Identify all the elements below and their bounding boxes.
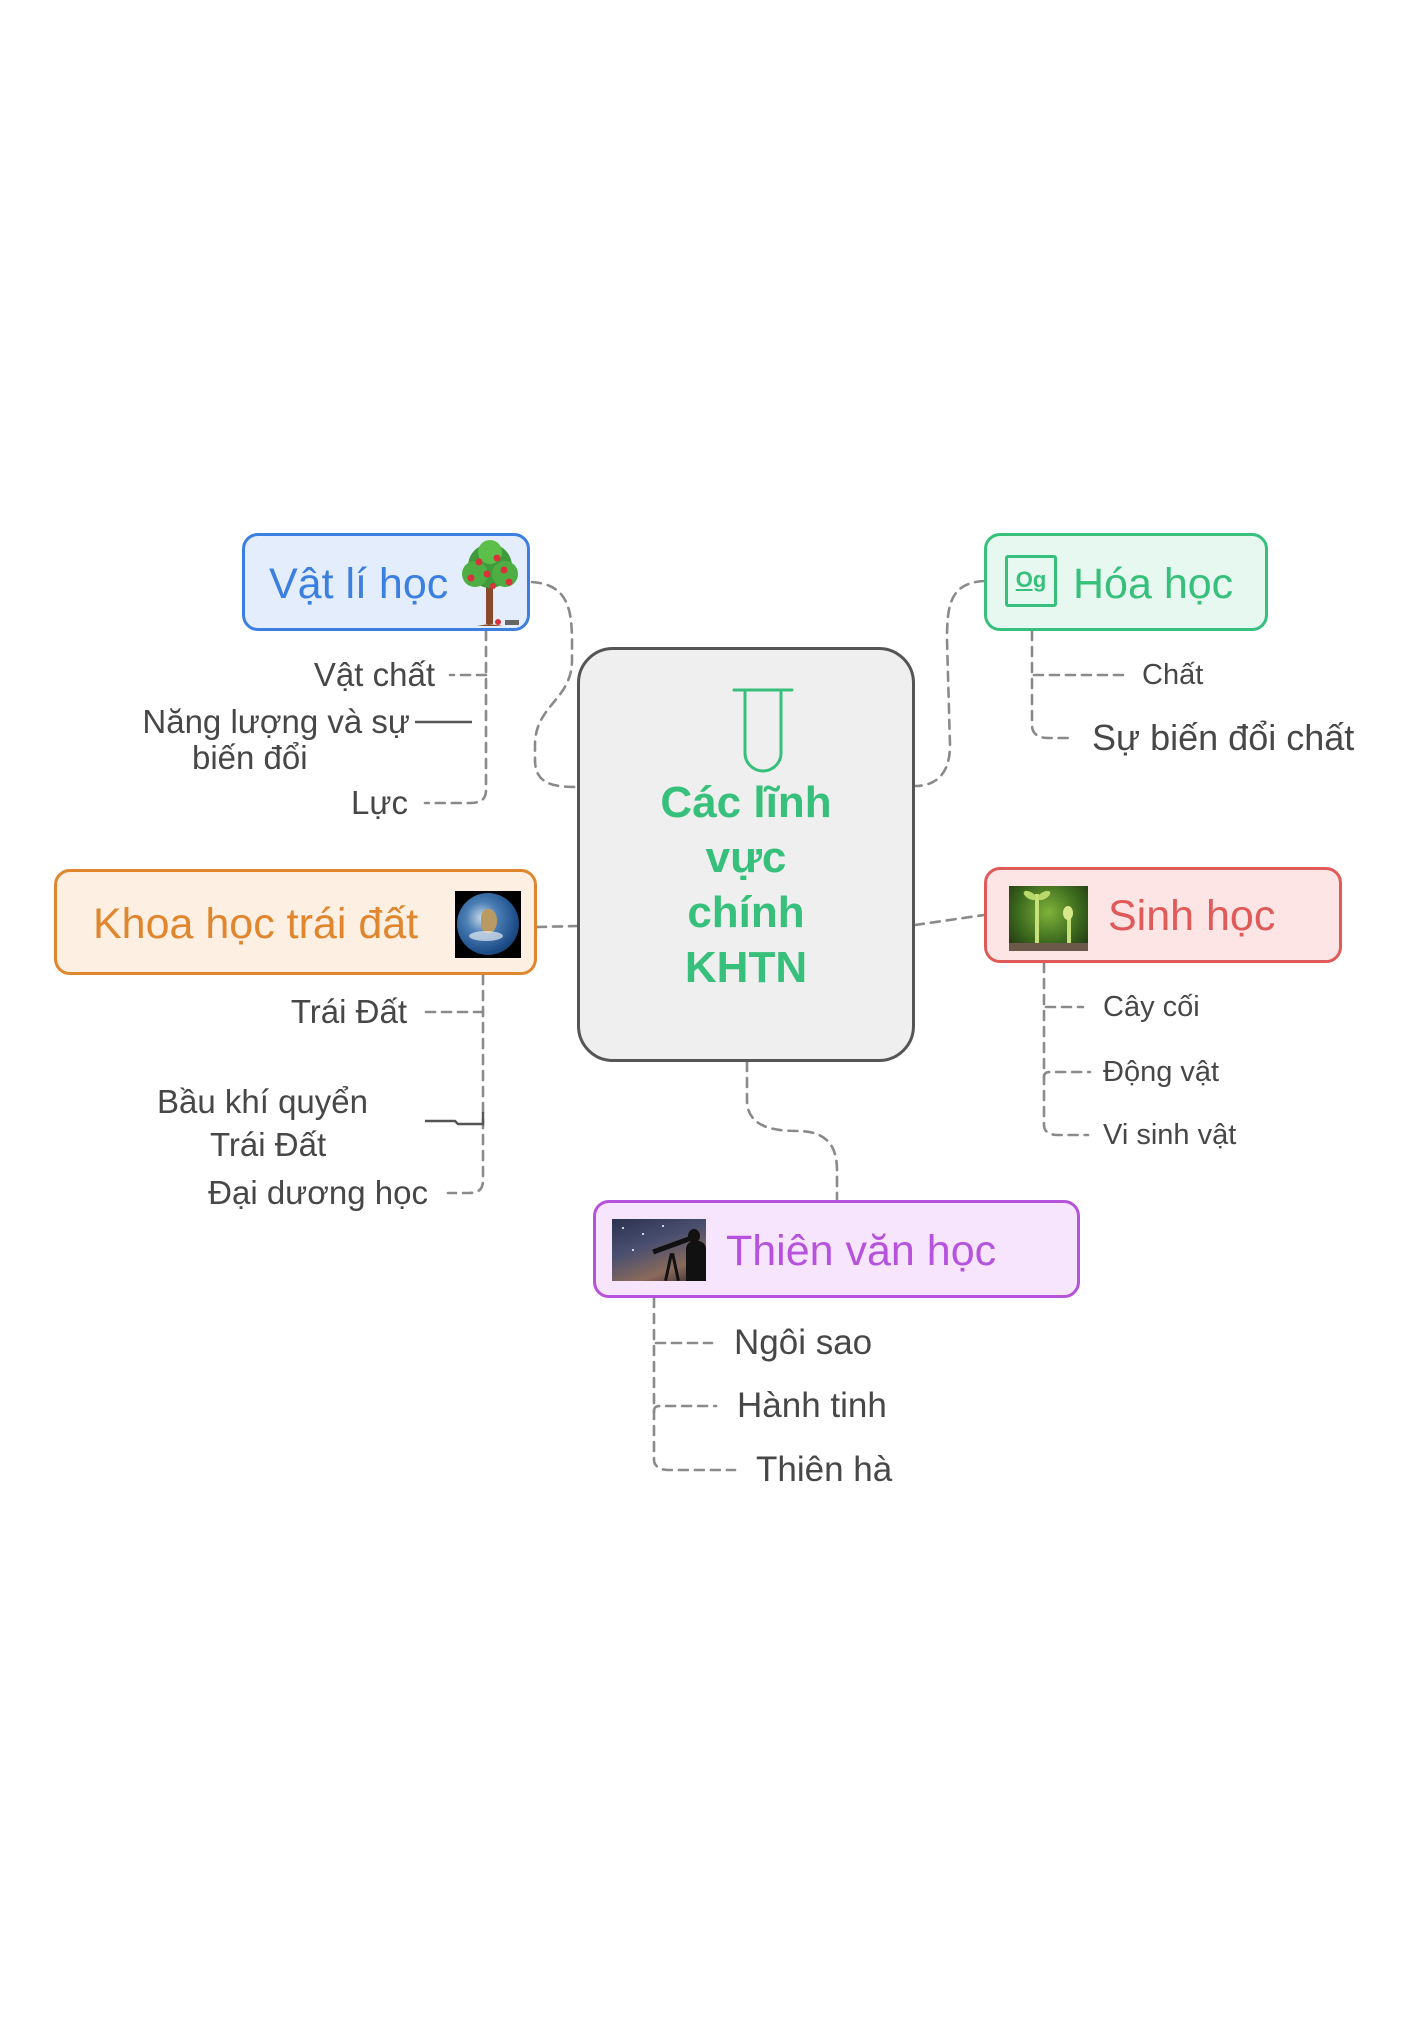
connector-center-chemistry (913, 579, 986, 788)
connector-center-physics (530, 580, 580, 789)
node-chemistry[interactable]: Og Hóa học (984, 533, 1268, 631)
apple-tree-icon (462, 540, 519, 626)
oganesson-element-icon: Og (1005, 555, 1057, 607)
earth-child-bau-khi-quyen: Bầu khí quyển (157, 1083, 368, 1120)
biology-child-vi-sinh-vat: Vi sinh vật (1103, 1119, 1237, 1151)
node-biology-label: Sinh học (1108, 892, 1276, 940)
chemistry-child-chat: Chất (1142, 659, 1204, 691)
physics-child-nang-luong: Năng lượng và sự (142, 703, 410, 740)
test-tube-icon (732, 688, 794, 773)
connector-biology-trunk (1042, 961, 1090, 1137)
astronomy-child-hanh-tinh: Hành tinh (737, 1386, 887, 1425)
connector-astronomy-trunk (652, 1296, 737, 1472)
center-title-line: chính (687, 888, 805, 937)
physics-child-bien-doi: biến đổi (192, 739, 308, 776)
biology-child-dong-vat: Động vật (1103, 1056, 1220, 1088)
chemistry-child-su-bien-doi-chat: Sự biến đổi chất (1092, 717, 1355, 758)
biology-child-cay-coi: Cây cối (1103, 991, 1200, 1023)
center-title-line: Các lĩnh (660, 778, 832, 827)
connector-center-biology (913, 913, 986, 927)
node-astronomy-label: Thiên văn học (726, 1227, 997, 1275)
telescope-stargazer-icon (612, 1219, 706, 1281)
connector-center-astronomy (745, 1060, 839, 1201)
node-astronomy[interactable]: Thiên văn học (593, 1200, 1080, 1298)
physics-child-vat-chat: Vật chất (313, 656, 435, 693)
element-symbol: Og (1015, 567, 1047, 592)
connector-physics-trunk (423, 629, 488, 805)
node-chemistry-label: Hóa học (1073, 560, 1234, 608)
connector-earth-trunk (446, 973, 485, 1195)
earth-child-bau-khi-quyen-trai-dat: Trái Đất (210, 1126, 327, 1163)
connector-biology-dong-vat (1042, 1070, 1092, 1080)
center-title-line: KHTN (684, 943, 808, 992)
connector-earth-bau-khi-quyen (425, 1112, 485, 1126)
node-earth-science[interactable]: Khoa học trái đất (54, 869, 537, 975)
earth-child-dai-duong-hoc: Đại dương học (208, 1174, 428, 1211)
connector-astronomy-hanh-tinh (652, 1404, 718, 1414)
astronomy-child-ngoi-sao: Ngôi sao (734, 1323, 873, 1362)
node-biology[interactable]: Sinh học (984, 867, 1342, 963)
astronomy-child-thien-ha: Thiên hà (756, 1450, 893, 1489)
node-physics[interactable]: Vật lí học (242, 533, 530, 631)
connector-center-earth (535, 924, 580, 929)
center-title: Các lĩnh vực chính KHTN (580, 775, 912, 995)
node-physics-label: Vật lí học (269, 560, 449, 608)
connector-chemistry-trunk (1030, 629, 1070, 740)
center-title-line: vực (705, 833, 787, 882)
node-earth-science-label: Khoa học trái đất (93, 900, 419, 948)
center-node[interactable]: Các lĩnh vực chính KHTN (577, 647, 915, 1062)
globe-icon (455, 891, 521, 958)
physics-child-luc: Lực (351, 784, 408, 821)
sprout-icon (1009, 886, 1088, 951)
earth-child-trai-dat: Trái Đất (290, 993, 407, 1030)
